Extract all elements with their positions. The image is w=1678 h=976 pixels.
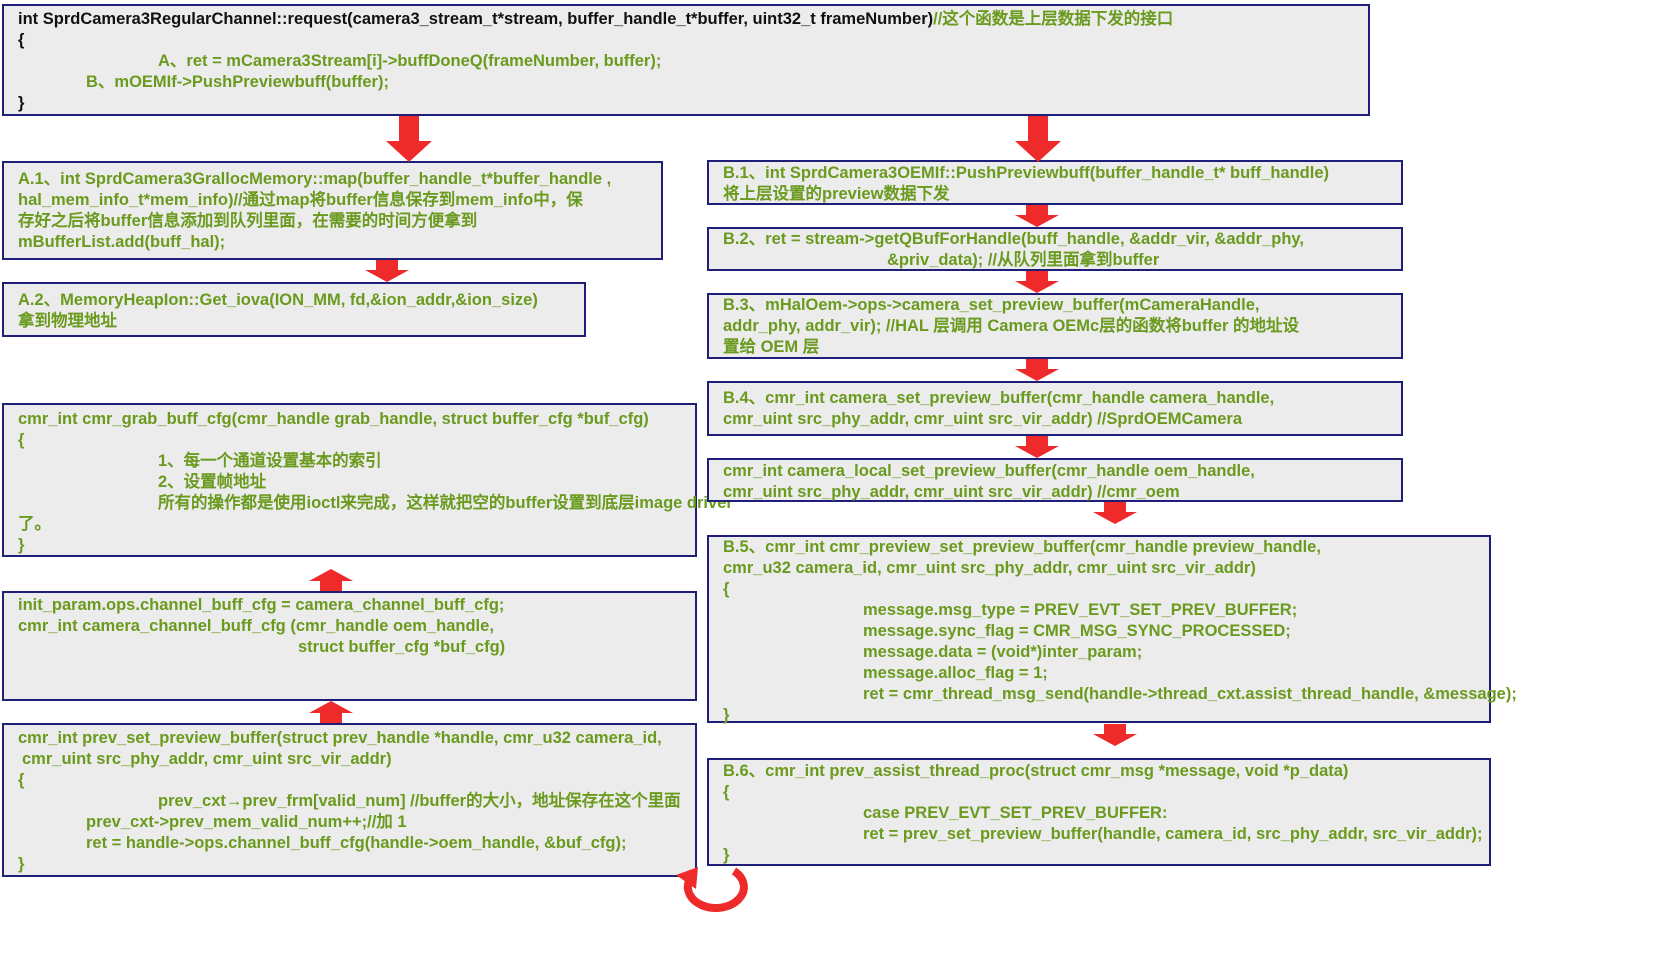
request-step-a: A、ret = mCamera3Stream[i]->buffDoneQ(fra… xyxy=(158,52,662,70)
a2-line: 拿到物理地址 xyxy=(18,312,117,330)
b4b-line: cmr_uint src_phy_addr, cmr_uint src_vir_… xyxy=(723,483,1180,501)
b5-line: message.data = (void*)inter_param; xyxy=(863,643,1143,661)
down-arrow-icon xyxy=(1015,116,1061,162)
b3-line: 置给 OEM 层 xyxy=(723,338,820,356)
grab-line: 1、每一个通道设置基本的索引 xyxy=(158,452,382,470)
b5-line: ret = cmr_thread_msg_send(handle->thread… xyxy=(863,685,1517,703)
prev-line: ret = handle->ops.channel_buff_cfg(handl… xyxy=(86,834,627,852)
grab-line: { xyxy=(18,431,25,449)
a1-line: hal_mem_info_t*mem_info)//通过map将buffer信息… xyxy=(18,191,583,209)
a1-line: mBufferList.add(buff_hal); xyxy=(18,233,226,251)
b5-line: B.5、cmr_int cmr_preview_set_preview_buff… xyxy=(723,538,1321,556)
b6-line: B.6、cmr_int prev_assist_thread_proc(stru… xyxy=(723,762,1349,780)
grab-line: } xyxy=(18,536,25,554)
request-open-brace: { xyxy=(18,31,25,49)
b3-line: B.3、mHalOem->ops->camera_set_preview_buf… xyxy=(723,296,1260,314)
down-arrow-icon xyxy=(1015,205,1059,227)
a1-line: A.1、int SprdCamera3GrallocMemory::map(bu… xyxy=(18,170,612,188)
b4-camera-set-preview-buffer-box: B.4、cmr_int camera_set_preview_buffer(cm… xyxy=(707,381,1403,436)
b2-line: B.2、ret = stream->getQBufForHandle(buff_… xyxy=(723,230,1304,248)
b5-line: message.alloc_flag = 1; xyxy=(863,664,1048,682)
prev-line: prev_cxt→prev_frm[valid_num] //buffer的大小… xyxy=(158,792,681,810)
grab-line: 了。 xyxy=(18,515,51,533)
b5-cmr-preview-set-buffer-box: B.5、cmr_int cmr_preview_set_preview_buff… xyxy=(707,535,1517,724)
b6-line: { xyxy=(723,783,730,801)
down-arrow-icon xyxy=(1015,271,1059,293)
down-arrow-icon xyxy=(1093,724,1137,746)
a1-gralloc-map-box: A.1、int SprdCamera3GrallocMemory::map(bu… xyxy=(2,161,663,260)
a1-line: 存好之后将buffer信息添加到队列里面，在需要的时间方便拿到 xyxy=(18,212,478,230)
b5-line: cmr_u32 camera_id, cmr_uint src_phy_addr… xyxy=(723,559,1256,577)
b6-line: case PREV_EVT_SET_PREV_BUFFER: xyxy=(863,804,1168,822)
b4-line: B.4、cmr_int camera_set_preview_buffer(cm… xyxy=(723,389,1275,407)
prev-line: { xyxy=(18,771,25,789)
init-line: init_param.ops.channel_buff_cfg = camera… xyxy=(18,596,505,614)
grab-line: 所有的操作都是使用ioctl来完成，这样就把空的buffer设置到底层image… xyxy=(158,494,733,512)
prev-line: cmr_int prev_set_preview_buffer(struct p… xyxy=(18,729,662,747)
prev-line: cmr_uint src_phy_addr, cmr_uint src_vir_… xyxy=(22,750,392,768)
b6-prev-assist-thread-proc-box: B.6、cmr_int prev_assist_thread_proc(stru… xyxy=(707,758,1491,866)
request-signature: int SprdCamera3RegularChannel::request(c… xyxy=(18,9,1173,30)
camera-local-set-preview-buffer-box: cmr_int camera_local_set_preview_buffer(… xyxy=(707,458,1403,502)
b3-hal-oem-set-buffer-box: B.3、mHalOem->ops->camera_set_preview_buf… xyxy=(707,293,1403,359)
b5-line: { xyxy=(723,580,730,598)
request-close-brace: } xyxy=(18,94,25,112)
request-signature-comment: //这个函数是上层数据下发的接口 xyxy=(933,10,1174,28)
a2-line: A.2、MemoryHeapIon::Get_iova(ION_MM, fd,&… xyxy=(18,291,538,309)
request-step-b: B、mOEMIf->PushPreviewbuff(buffer); xyxy=(86,73,389,91)
b4-line: cmr_uint src_phy_addr, cmr_uint src_vir_… xyxy=(723,410,1243,428)
b5-line: } xyxy=(723,706,730,724)
init-param-box: init_param.ops.channel_buff_cfg = camera… xyxy=(2,591,697,701)
down-arrow-icon xyxy=(386,116,432,162)
down-arrow-icon xyxy=(365,260,409,282)
prev-line: prev_cxt->prev_mem_valid_num++;//加 1 xyxy=(86,813,407,831)
b6-line: ret = prev_set_preview_buffer(handle, ca… xyxy=(863,825,1483,843)
grab-line: cmr_int cmr_grab_buff_cfg(cmr_handle gra… xyxy=(18,410,649,428)
up-arrow-icon xyxy=(309,701,353,723)
b1-line: 将上层设置的preview数据下发 xyxy=(723,185,950,203)
request-signature-code: int SprdCamera3RegularChannel::request(c… xyxy=(18,10,934,28)
b1-line: B.1、int SprdCamera3OEMIf::PushPreviewbuf… xyxy=(723,164,1329,182)
prev-set-preview-buffer-box: cmr_int prev_set_preview_buffer(struct p… xyxy=(2,723,697,877)
init-line: struct buffer_cfg *buf_cfg) xyxy=(298,638,506,656)
prev-line: } xyxy=(18,855,25,873)
up-arrow-icon xyxy=(309,569,353,591)
init-line: cmr_int camera_channel_buff_cfg (cmr_han… xyxy=(18,617,494,635)
request-function-box: int SprdCamera3RegularChannel::request(c… xyxy=(2,4,1370,116)
b5-line: message.sync_flag = CMR_MSG_SYNC_PROCESS… xyxy=(863,622,1291,640)
down-arrow-icon xyxy=(1015,436,1059,458)
b3-line: addr_phy, addr_vir); //HAL 层调用 Camera OE… xyxy=(723,317,1300,335)
b4b-line: cmr_int camera_local_set_preview_buffer(… xyxy=(723,462,1255,480)
down-arrow-icon xyxy=(1015,359,1059,381)
curved-return-arrow-icon xyxy=(676,867,748,912)
b2-get-qbuf-box: B.2、ret = stream->getQBufForHandle(buff_… xyxy=(707,227,1403,271)
grab-buff-cfg-box: cmr_int cmr_grab_buff_cfg(cmr_handle gra… xyxy=(2,403,733,557)
b6-line: } xyxy=(723,846,730,864)
b5-line: message.msg_type = PREV_EVT_SET_PREV_BUF… xyxy=(863,601,1298,619)
a2-get-iova-box: A.2、MemoryHeapIon::Get_iova(ION_MM, fd,&… xyxy=(2,282,586,337)
grab-line: 2、设置帧地址 xyxy=(158,473,267,491)
b1-push-preview-buff-box: B.1、int SprdCamera3OEMIf::PushPreviewbuf… xyxy=(707,160,1403,205)
b2-line: &priv_data); //从队列里面拿到buffer xyxy=(887,251,1160,269)
down-arrow-icon xyxy=(1093,502,1137,524)
